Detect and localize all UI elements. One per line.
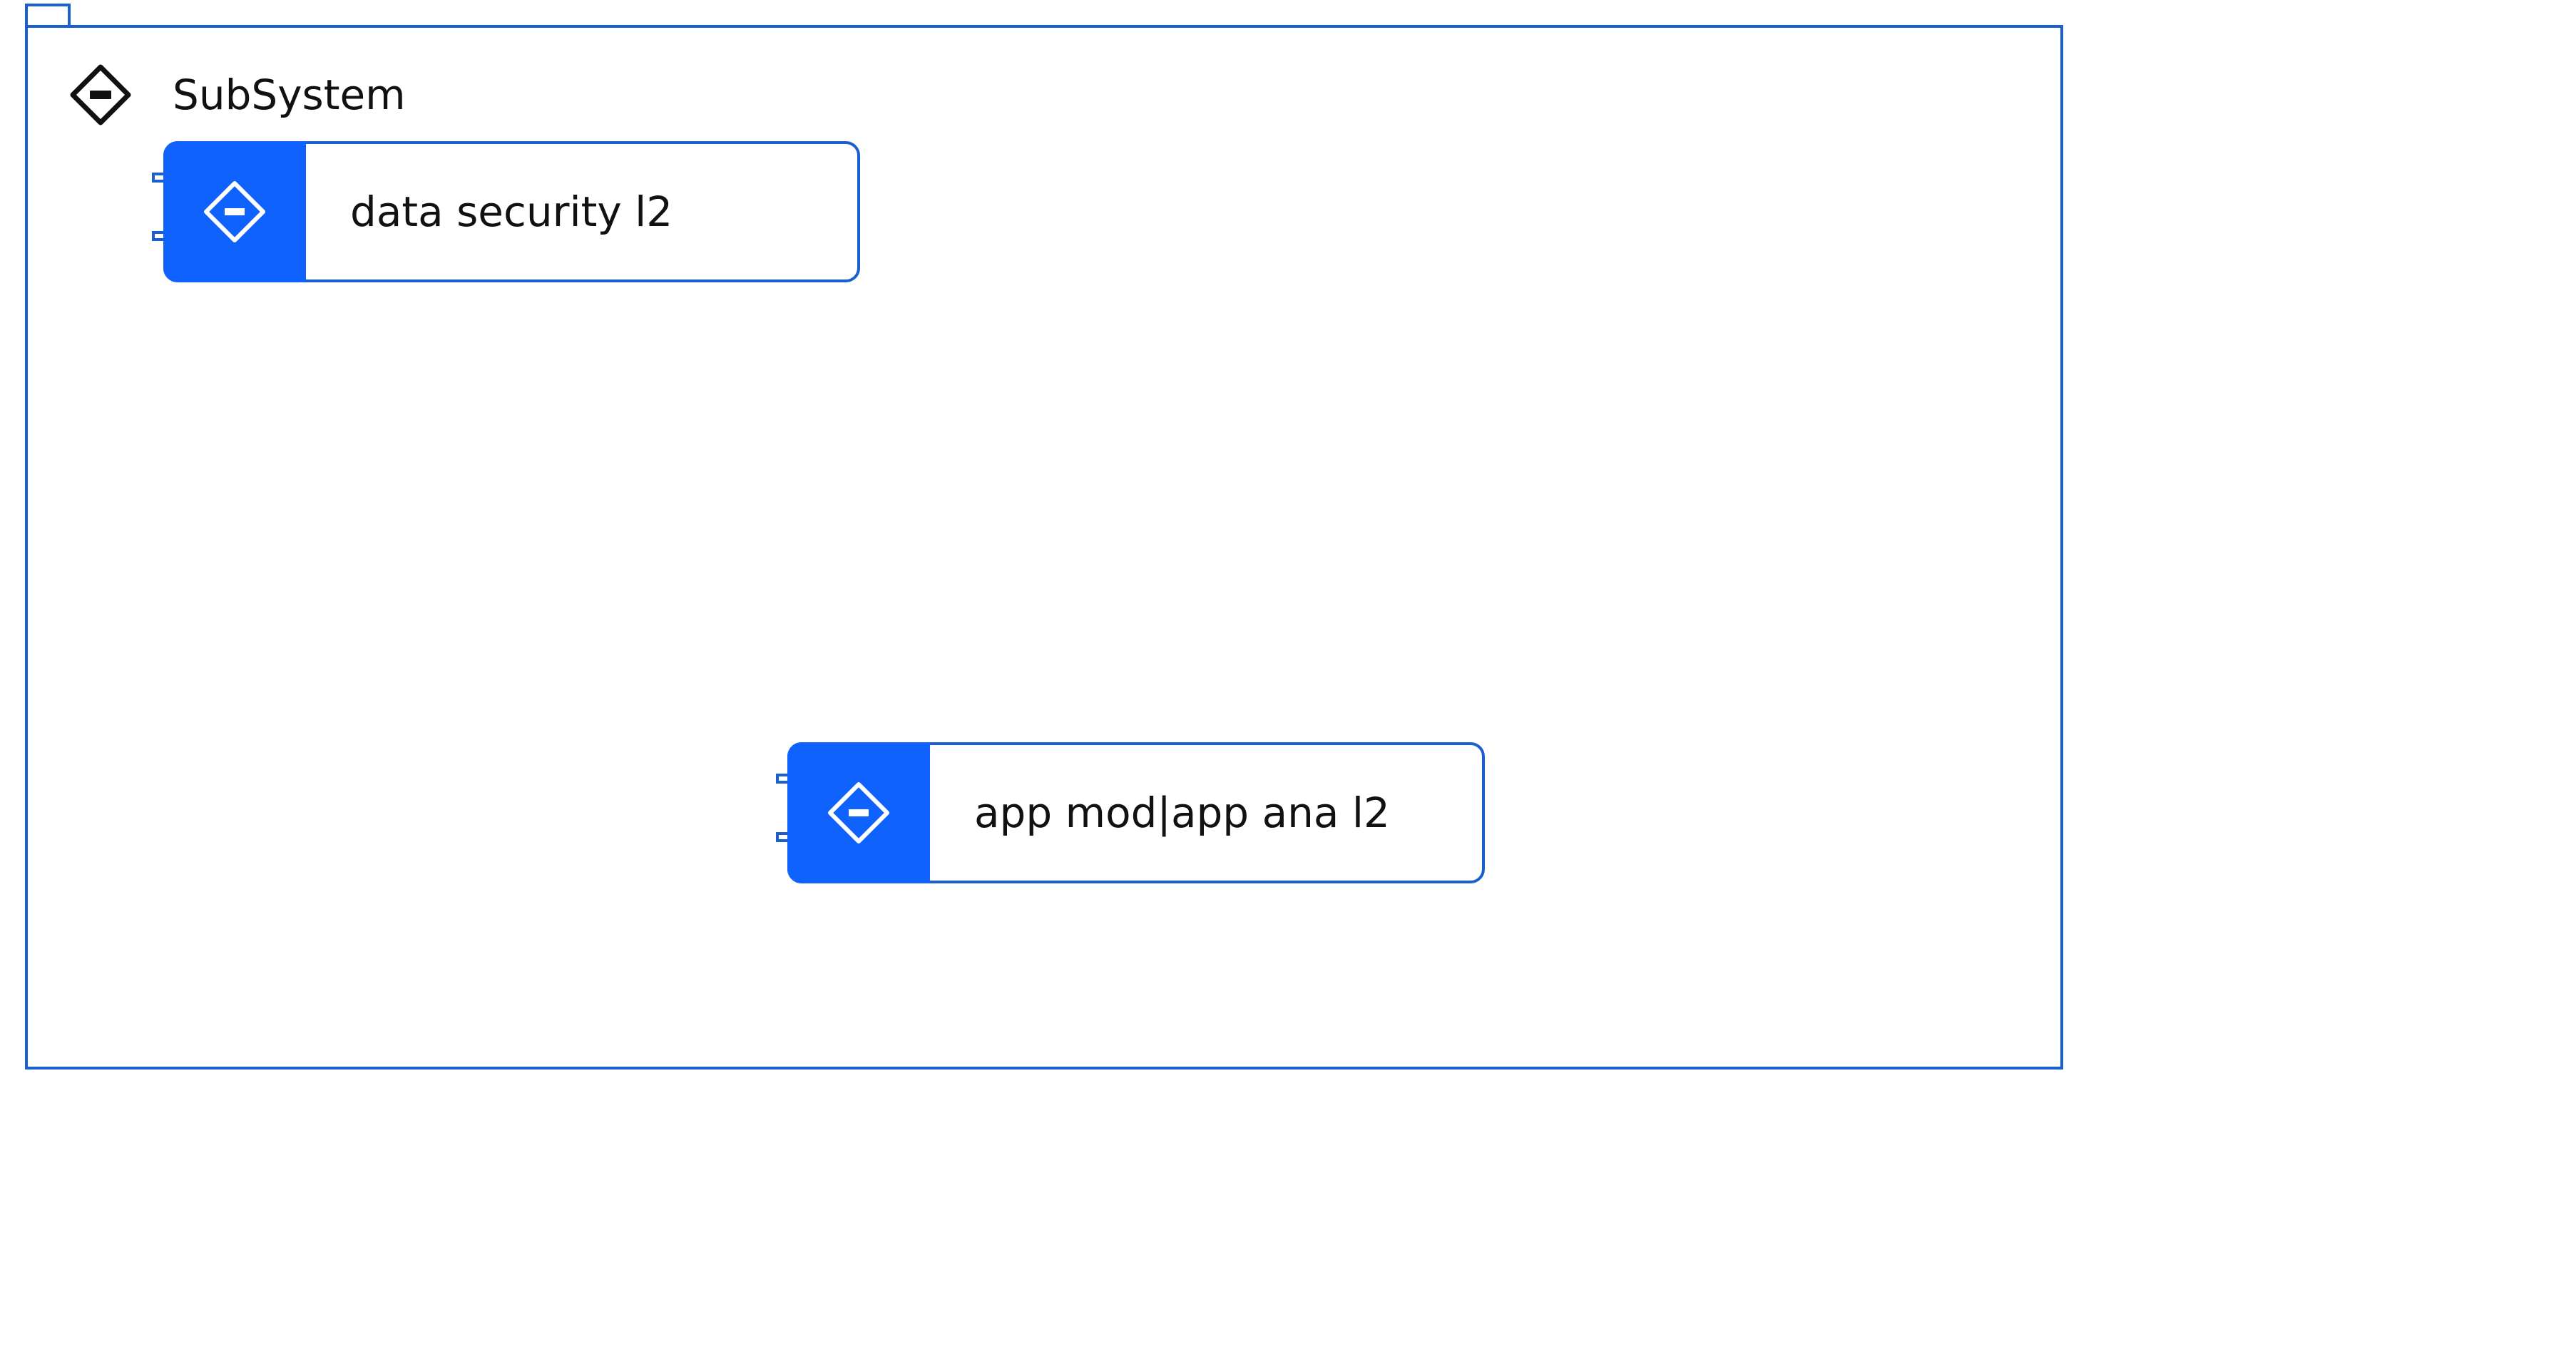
package-tab [25, 4, 71, 26]
package-title: SubSystem [173, 71, 406, 119]
component-label: app mod|app ana l2 [974, 789, 1390, 837]
component-icon-panel [163, 141, 306, 282]
component-label: data security l2 [350, 188, 673, 236]
diamond-minus-icon [828, 782, 889, 843]
package-header: SubSystem [68, 63, 406, 127]
component-app-mod-app-ana[interactable]: app mod|app ana l2 [776, 742, 1485, 883]
component-data-security[interactable]: data security l2 [152, 141, 860, 282]
diamond-minus-icon [204, 181, 265, 242]
diamond-minus-icon [70, 64, 131, 125]
component-icon-panel [787, 742, 930, 883]
